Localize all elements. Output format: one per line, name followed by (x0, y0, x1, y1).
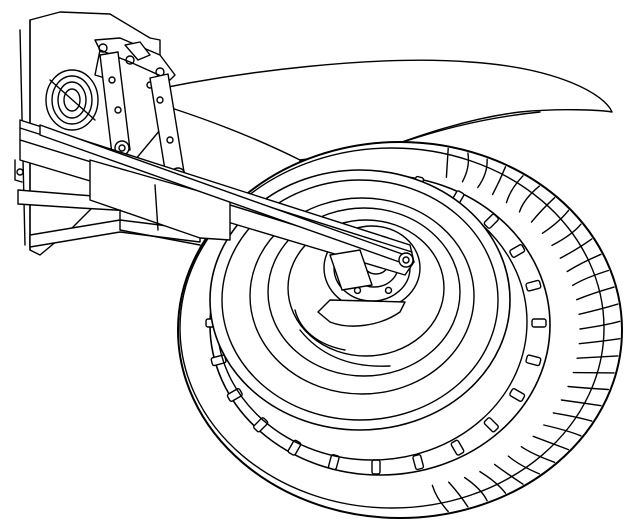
sidewall-block (327, 454, 340, 471)
tread-lug (445, 147, 449, 178)
tread-lug (578, 338, 621, 345)
tread-lug (579, 320, 621, 330)
bellows-damper (45, 69, 99, 131)
sidewall-block (483, 213, 499, 229)
sidewall-block (525, 354, 542, 367)
tread-lug (572, 269, 610, 287)
sidewall-block (287, 439, 302, 456)
sidewall-block (450, 439, 465, 456)
tread-lug (576, 286, 615, 301)
sidewall-block (509, 388, 526, 402)
tread-lug (566, 253, 602, 273)
tread-lug (518, 185, 541, 213)
tread-lug (541, 209, 570, 234)
tread-lug (505, 175, 524, 204)
tread-lug (507, 455, 541, 475)
tread-lug (567, 385, 610, 391)
tread-lug (479, 470, 507, 494)
hanger-bracket (94, 37, 176, 89)
sidewall-block (483, 417, 499, 433)
tie-rod (39, 124, 414, 291)
sidewall-block (371, 459, 381, 475)
tread-lug (461, 152, 470, 183)
sidewall-block (509, 244, 526, 258)
tread-lug (491, 166, 507, 196)
sidewall-block (525, 279, 542, 292)
tread-lug (463, 476, 488, 502)
tread-lug (532, 435, 570, 451)
tread-lug (493, 463, 524, 485)
sidewall-block (531, 318, 547, 328)
hub-bolt (384, 286, 393, 295)
tread-lug (552, 412, 593, 422)
sidewall-block (412, 454, 425, 471)
tread-lug (520, 446, 556, 463)
tire-tread (431, 147, 621, 513)
tread-lug (559, 238, 593, 259)
tread-lug (477, 158, 488, 189)
tread-lug (431, 484, 449, 513)
tread-lug (448, 481, 469, 508)
tread-lug (551, 223, 582, 247)
tread-lug (560, 399, 602, 407)
tread-lug (576, 355, 619, 359)
tread-lug (543, 424, 582, 437)
tread-lug (578, 303, 619, 315)
tread-lug (530, 197, 556, 223)
